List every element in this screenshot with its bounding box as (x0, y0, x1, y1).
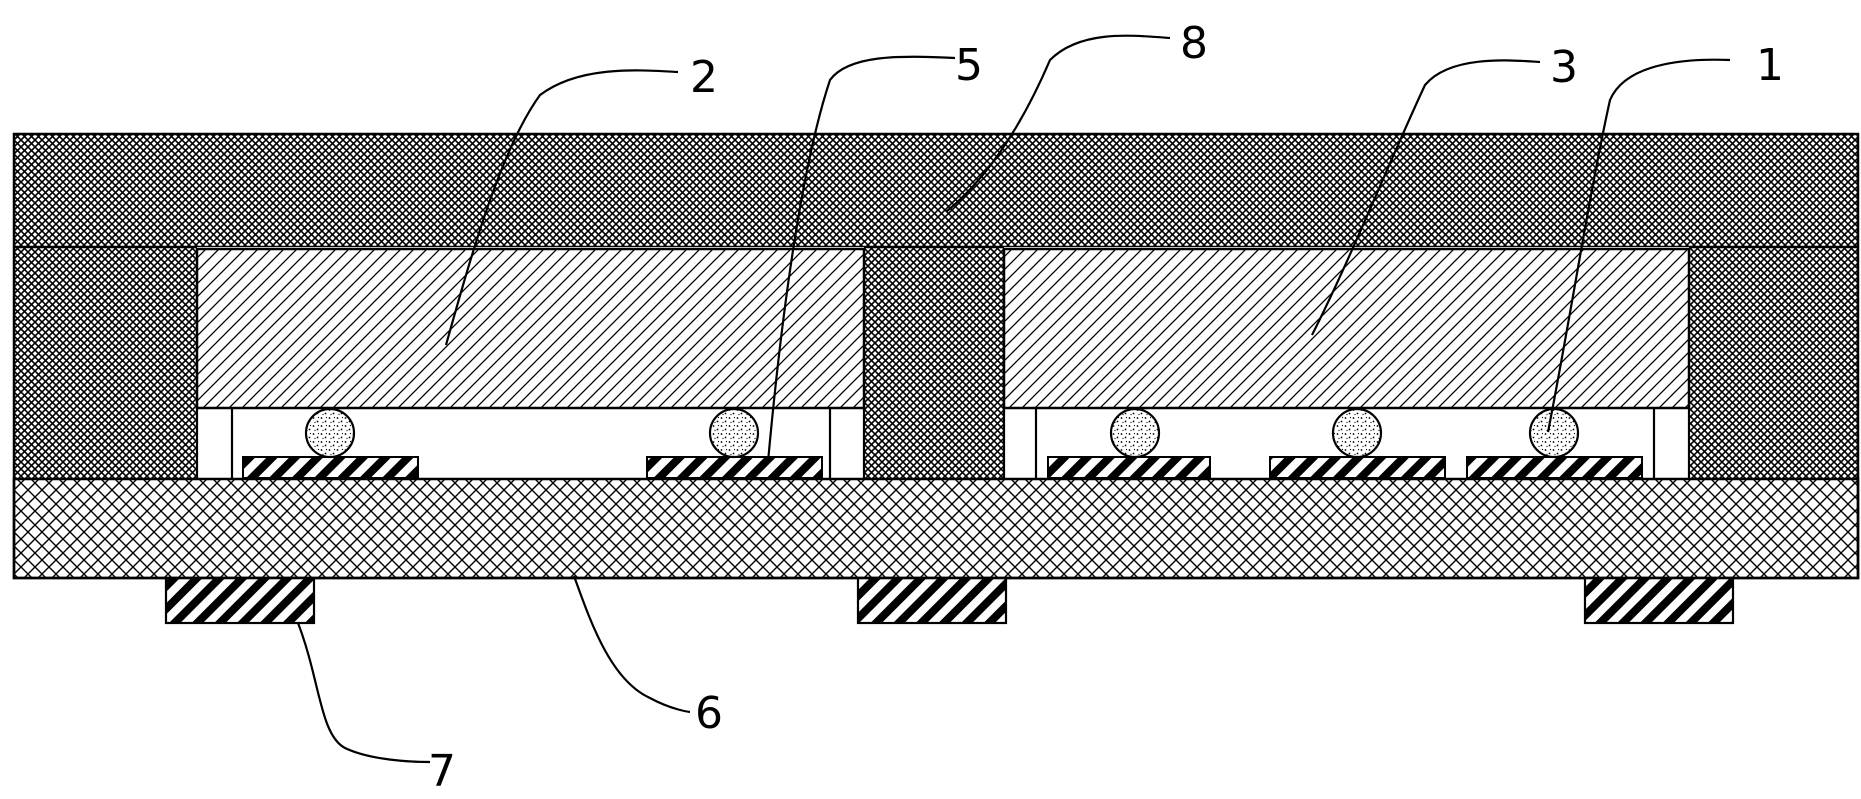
label-6: 6 (695, 688, 723, 739)
leader-5 (766, 55, 956, 463)
bottom-pads (164, 576, 1735, 625)
leader-3 (1311, 59, 1541, 336)
top-pad (1269, 456, 1446, 479)
solder-bump (708, 407, 760, 459)
callout-labels: 1 2 3 5 6 7 8 (428, 18, 1784, 797)
leader-8 (945, 34, 1171, 213)
bottom-pad (164, 576, 316, 625)
bottom-pad (1583, 576, 1735, 625)
bottom-pad (856, 576, 1008, 625)
top-pads (242, 456, 1643, 479)
label-8: 8 (1180, 18, 1208, 69)
leader-lines (296, 34, 1731, 764)
label-2: 2 (690, 52, 718, 103)
leader-6 (572, 575, 691, 714)
top-pad (1047, 456, 1211, 479)
label-3: 3 (1550, 42, 1578, 93)
solder-bump (1528, 407, 1580, 459)
solder-bump (304, 407, 356, 459)
substrate (12, 477, 1860, 580)
top-pad (646, 456, 823, 479)
solder-bumps (304, 407, 1580, 459)
label-7: 7 (428, 746, 456, 797)
leader-2 (444, 69, 679, 346)
underfill-boundaries (195, 408, 1691, 479)
label-5: 5 (955, 40, 983, 91)
leader-7 (296, 622, 431, 764)
chip-right (1002, 247, 1691, 410)
leader-1 (1546, 58, 1731, 433)
top-pad (1466, 456, 1643, 479)
solder-bump (1331, 407, 1383, 459)
chip-left (195, 247, 866, 410)
top-pad (242, 456, 419, 479)
label-1: 1 (1756, 40, 1784, 91)
package-outline (12, 132, 1860, 580)
solder-bump (1109, 407, 1161, 459)
